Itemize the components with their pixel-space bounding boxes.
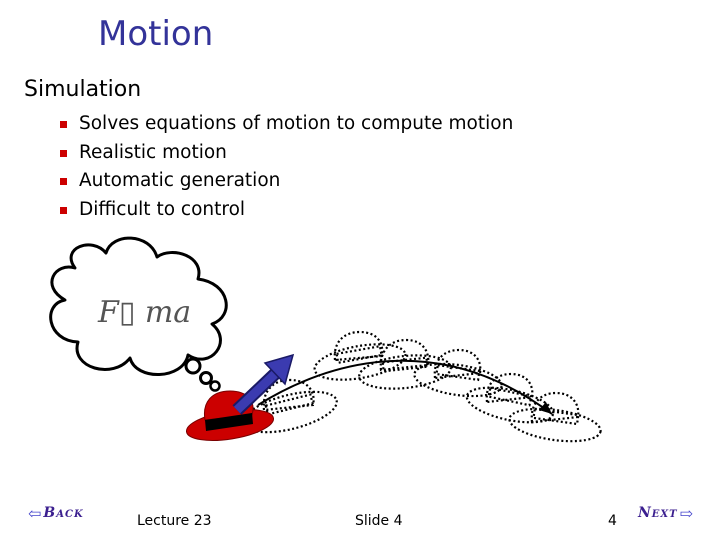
arrow-right-icon: ⇨ bbox=[679, 503, 694, 523]
bullet-list: Solves equations of motion to compute mo… bbox=[60, 110, 513, 224]
slide-subtitle: Simulation bbox=[24, 77, 142, 102]
bullet-item: Automatic generation bbox=[60, 167, 513, 196]
square-bullet-icon bbox=[60, 149, 67, 157]
bullet-text: Solves equations of motion to compute mo… bbox=[79, 113, 514, 134]
force-arrow-icon bbox=[232, 353, 295, 415]
bullet-text: Difficult to control bbox=[79, 198, 246, 220]
red-hat-icon bbox=[185, 390, 275, 441]
thought-cloud: F▯ ma bbox=[49, 236, 228, 392]
back-label: Back bbox=[43, 505, 84, 521]
cloud-bubble bbox=[209, 380, 221, 392]
square-bullet-icon bbox=[60, 206, 67, 214]
bullet-text: Realistic motion bbox=[79, 141, 227, 163]
cloud-bubble bbox=[184, 357, 202, 375]
bullet-text: Automatic generation bbox=[79, 170, 281, 191]
cloud-bubble bbox=[199, 371, 213, 385]
hat-band bbox=[205, 413, 253, 431]
cloud-shape bbox=[49, 236, 228, 376]
ghost-hat-icon bbox=[358, 338, 452, 390]
ghost-hat-icon bbox=[508, 391, 602, 443]
slide-title: Motion bbox=[98, 14, 214, 54]
footer-lecture: Lecture 23 bbox=[137, 513, 212, 529]
ghost-hats bbox=[242, 330, 602, 443]
page-number: 4 bbox=[608, 513, 617, 529]
bullet-item: Realistic motion bbox=[60, 139, 513, 168]
trajectory-curve bbox=[257, 359, 553, 415]
next-button[interactable]: Next ⇨ bbox=[638, 503, 693, 523]
bullet-item: Difficult to control bbox=[60, 196, 513, 225]
footer-slide-label: Slide 4 bbox=[355, 513, 403, 529]
equation-text: F▯ ma bbox=[97, 295, 191, 330]
trajectory-arrowhead-icon bbox=[539, 402, 552, 414]
back-button[interactable]: ⇦ Back bbox=[28, 503, 84, 523]
ghost-hat-icon bbox=[313, 330, 407, 381]
next-label: Next bbox=[638, 505, 678, 521]
bullet-item: Solves equations of motion to compute mo… bbox=[60, 110, 513, 139]
ghost-hat-icon bbox=[242, 378, 338, 434]
square-bullet-icon bbox=[60, 121, 67, 128]
square-bullet-icon bbox=[60, 178, 67, 185]
arrow-left-icon: ⇦ bbox=[28, 503, 42, 523]
